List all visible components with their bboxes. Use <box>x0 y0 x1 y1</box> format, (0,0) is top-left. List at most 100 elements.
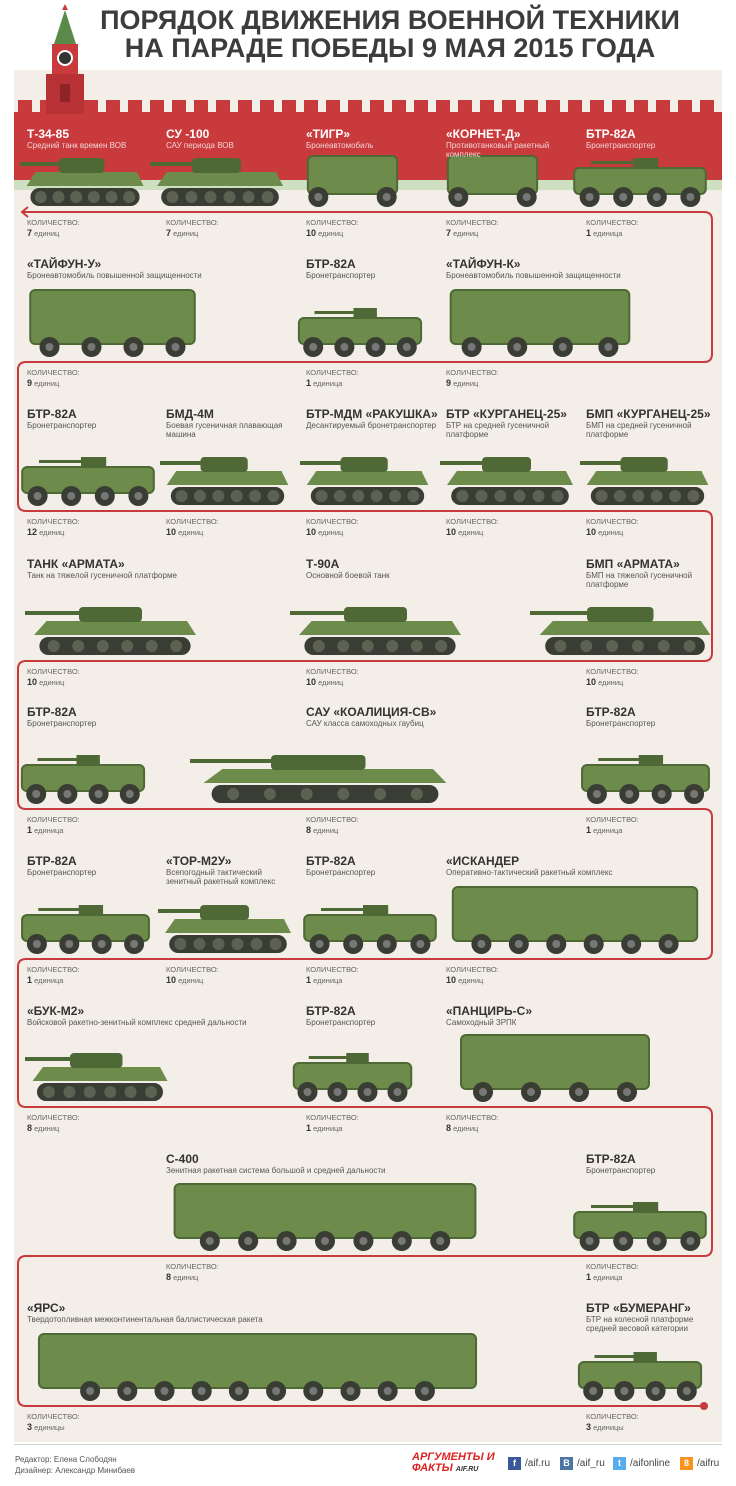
truck-vehicle-icon <box>25 286 200 363</box>
vehicle-quantity: КОЛИЧЕСТВО:10 единиц <box>166 517 219 538</box>
quantity-label: КОЛИЧЕСТВО: <box>306 218 359 227</box>
vehicle-description: Бронетранспортер <box>586 1166 656 1175</box>
tank-vehicle-icon <box>150 148 290 213</box>
vehicle-item: «БУК-М2»Войсковой ракетно-зенитный компл… <box>27 1005 298 1028</box>
merlon <box>194 100 208 112</box>
vehicle-item: «ТАЙФУН-У»Бронеавтомобиль повышенной защ… <box>27 257 298 281</box>
vehicle-name: БТР-82А <box>306 257 356 271</box>
vehicle-quantity: КОЛИЧЕСТВО:9 единиц <box>27 368 80 389</box>
quantity-label: КОЛИЧЕСТВО: <box>306 517 359 526</box>
vehicle-quantity: КОЛИЧЕСТВО:10 единиц <box>586 667 639 688</box>
vehicle-description: Бронетранспортер <box>27 421 97 430</box>
vehicle-description: БТР на средней гусеничной платформе <box>446 421 550 439</box>
social-link[interactable]: f/aif.ru <box>508 1457 550 1470</box>
social-handle: /aif_ru <box>577 1458 605 1469</box>
quantity-unit: единица <box>593 826 623 835</box>
vk-icon: B <box>560 1457 573 1470</box>
social-link[interactable]: 8/aifru <box>680 1457 719 1470</box>
logo-text: АРГУМЕНТЫ И ФАКТЫ <box>412 1451 495 1474</box>
apc-vehicle-icon <box>18 753 148 810</box>
vehicle-name: БТР-МДМ «РАКУШКА» <box>306 407 438 421</box>
vehicle-quantity: КОЛИЧЕСТВО:10 единиц <box>586 517 639 538</box>
quantity-label: КОЛИЧЕСТВО: <box>586 1262 639 1271</box>
social-link[interactable]: B/aif_ru <box>560 1457 605 1470</box>
quantity-value: 10 <box>586 527 597 537</box>
social-link[interactable]: t/aifonline <box>613 1457 670 1470</box>
apc-vehicle-icon <box>290 1051 415 1108</box>
quantity-unit: единиц <box>598 678 624 687</box>
title-line-1: ПОРЯДОК ДВИЖЕНИЯ ВОЕННОЙ ТЕХНИКИ <box>100 5 680 35</box>
car-vehicle-icon <box>305 148 400 213</box>
vehicle-name: «ТОР-М2У» <box>166 854 232 868</box>
quantity-unit: единица <box>593 229 623 238</box>
vehicle-name: БТР-82А <box>586 1152 636 1166</box>
quantity-label: КОЛИЧЕСТВО: <box>166 517 219 526</box>
vehicle-name: С-400 <box>166 1152 199 1166</box>
merlon <box>480 100 494 112</box>
quantity-label: КОЛИЧЕСТВО: <box>306 965 359 974</box>
merlon <box>18 100 32 112</box>
car-vehicle-icon <box>445 148 540 213</box>
quantity-unit: единиц <box>34 229 60 238</box>
quantity-label: КОЛИЧЕСТВО: <box>306 1113 359 1122</box>
vehicle-name: БМД-4М <box>166 407 214 421</box>
quantity-label: КОЛИЧЕСТВО: <box>586 815 639 824</box>
logo-site: AIF.RU <box>455 1466 479 1473</box>
vehicle-description: Бронетранспортер <box>586 141 656 150</box>
merlon <box>590 100 604 112</box>
merlon <box>436 100 450 112</box>
merlon <box>656 100 670 112</box>
truck-vehicle-icon <box>445 883 705 960</box>
quantity-value: 8 <box>27 1123 33 1133</box>
apc-vehicle-icon <box>18 903 153 960</box>
quantity-value: 3 <box>27 1422 33 1432</box>
vehicle-name: ТАНК «АРМАТА» <box>27 557 125 571</box>
vehicle-name: «ТАЙФУН-У» <box>27 257 102 271</box>
vehicle-item: ТАНК «АРМАТА»Танк на тяжелой гусеничной … <box>27 557 298 581</box>
quantity-label: КОЛИЧЕСТВО: <box>306 815 359 824</box>
truck-vehicle-icon <box>455 1031 655 1108</box>
quantity-label: КОЛИЧЕСТВО: <box>166 965 219 974</box>
vehicle-quantity: КОЛИЧЕСТВО:1 единица <box>306 368 359 389</box>
route-end-dot <box>700 1402 708 1410</box>
quantity-value: 9 <box>27 378 33 388</box>
vehicle-item: БТР-МДМ «РАКУШКА»Десантируемый бронетран… <box>306 407 438 431</box>
vehicle-description: Войсковой ракетно-зенитный комплекс сред… <box>27 1018 247 1027</box>
vehicle-item: «ТАЙФУН-К»Бронеавтомобиль повышенной защ… <box>446 258 714 281</box>
quantity-label: КОЛИЧЕСТВО: <box>586 1412 639 1421</box>
merlon <box>414 100 428 112</box>
vehicle-description: БМП на тяжелой гусеничной платформе <box>586 571 693 589</box>
merlon <box>106 100 120 112</box>
apc-vehicle-icon <box>300 903 440 960</box>
vehicle-description: САУ периода ВОВ <box>166 141 234 150</box>
vehicle-name: БТР-82А <box>586 127 636 141</box>
vehicle-description: Основной боевой танк <box>306 571 390 580</box>
truck-vehicle-icon <box>445 286 635 363</box>
vehicle-item: САУ «КОАЛИЦИЯ-СВ»САУ класса самоходных г… <box>306 706 578 729</box>
vehicle-name: «КОРНЕТ-Д» <box>446 127 521 141</box>
vehicle-quantity: КОЛИЧЕСТВО:10 единиц <box>446 965 499 986</box>
aif-logo[interactable]: АРГУМЕНТЫ И ФАКТЫ AIF.RU <box>412 1452 502 1475</box>
vehicle-quantity: КОЛИЧЕСТВО:7 единиц <box>446 218 499 239</box>
quantity-value: 10 <box>306 527 317 537</box>
merlon <box>392 100 406 112</box>
vehicle-quantity: КОЛИЧЕСТВО:3 единицы <box>27 1412 80 1433</box>
tank-vehicle-icon <box>25 597 205 662</box>
vehicle-quantity: КОЛИЧЕСТВО:1 единица <box>27 965 80 986</box>
quantity-value: 10 <box>27 677 38 687</box>
vehicle-name: БТР «КУРГАНЕЦ-25» <box>446 407 567 421</box>
vehicle-quantity: КОЛИЧЕСТВО:7 единиц <box>166 218 219 239</box>
quantity-unit: единиц <box>173 1273 199 1282</box>
vehicle-item: БТР «БУМЕРАНГ»БТР на колесной платформе … <box>586 1302 714 1334</box>
vehicle-quantity: КОЛИЧЕСТВО:9 единиц <box>446 368 499 389</box>
facebook-icon: f <box>508 1457 521 1470</box>
merlon <box>502 100 516 112</box>
quantity-label: КОЛИЧЕСТВО: <box>27 667 80 676</box>
merlon <box>326 100 340 112</box>
vehicle-name: «ТИГР» <box>306 127 351 141</box>
vehicle-name: «ЯРС» <box>27 1301 66 1315</box>
